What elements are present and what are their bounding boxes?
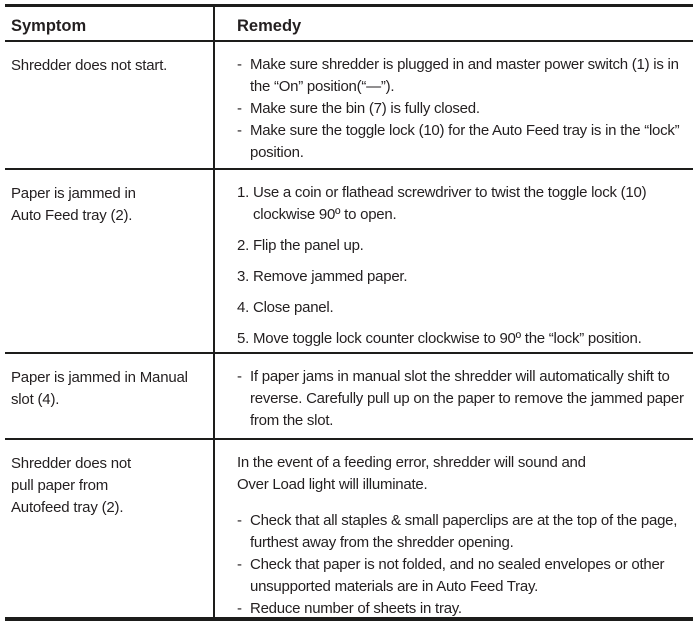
bullet-dash: - <box>237 56 242 73</box>
symptom-cell: Paper is jammed in Auto Feed tray (2). <box>11 185 136 224</box>
remedy-cell: In the event of a feeding error, shredde… <box>213 440 693 617</box>
table-header-row: Symptom Remedy <box>5 7 693 42</box>
remedy-item-text: Make sure shredder is plugged in and mas… <box>250 56 679 95</box>
symptom-cell: Paper is jammed in Manual slot (4). <box>11 369 188 408</box>
remedy-item-text: If paper jams in manual slot the shredde… <box>250 368 684 429</box>
table-row: Shredder does not pull paper from Autofe… <box>5 440 693 617</box>
table-row: Paper is jammed in Manual slot (4). -If p… <box>5 354 693 440</box>
remedy-intro: In the event of a feeding error, shredde… <box>237 454 586 493</box>
remedy-item-text: Close panel. <box>253 299 334 316</box>
table-row: Shredder does not start.-Make sure shred… <box>5 42 693 170</box>
symptom-column-header: Symptom <box>11 17 87 35</box>
bullet-dash: - <box>237 368 242 385</box>
remedy-item: -If paper jams in manual slot the shredd… <box>237 366 689 432</box>
bullet-dash: - <box>237 512 242 529</box>
step-number: 4. <box>237 299 250 316</box>
remedy-item: -Check that paper is not folded, and no … <box>237 554 689 598</box>
remedy-item-text: Check that paper is not folded, and no s… <box>250 556 665 595</box>
remedy-item: -Make sure the toggle lock (10) for the … <box>237 120 689 164</box>
symptom-cell: Shredder does not pull paper from Autofe… <box>11 455 132 516</box>
remedy-item: 4.Close panel. <box>237 297 689 319</box>
step-number: 5. <box>237 330 250 347</box>
remedy-column-header: Remedy <box>213 7 693 40</box>
remedy-item: 5.Move toggle lock counter clockwise to … <box>237 328 689 350</box>
table-row: Paper is jammed in Auto Feed tray (2). 1.… <box>5 170 693 354</box>
remedy-item-text: Remove jammed paper. <box>253 268 408 285</box>
remedy-item: 2.Flip the panel up. <box>237 235 689 257</box>
remedy-item-text: Use a coin or flathead screwdriver to tw… <box>253 184 647 223</box>
remedy-item-text: Reduce number of sheets in tray. <box>250 600 462 617</box>
bullet-dash: - <box>237 122 242 139</box>
step-number: 2. <box>237 237 250 254</box>
troubleshooting-table: Symptom Remedy Shredder does not start. -… <box>5 4 693 621</box>
remedy-cell: -If paper jams in manual slot the shredd… <box>213 354 693 438</box>
remedy-item: 1.Use a coin or flathead screwdriver to … <box>237 182 689 226</box>
table-body: Shredder does not start.-Make sure shred… <box>5 42 693 617</box>
remedy-item-text: Make sure the toggle lock (10) for the A… <box>250 122 680 161</box>
remedy-item: -Reduce number of sheets in tray. <box>237 598 689 617</box>
remedy-item: -Make sure shredder is plugged in and ma… <box>237 54 689 98</box>
bullet-dash: - <box>237 100 242 117</box>
bullet-dash: - <box>237 556 242 573</box>
remedy-item-text: Make sure the bin (7) is fully closed. <box>250 100 480 117</box>
remedy-item-text: Check that all staples & small paperclip… <box>250 512 678 551</box>
symptom-cell: Shredder does not start. <box>11 57 168 74</box>
step-number: 3. <box>237 268 250 285</box>
remedy-item-text: Move toggle lock counter clockwise to 90… <box>253 330 642 347</box>
step-number: 1. <box>237 184 250 201</box>
remedy-item: -Check that all staples & small papercli… <box>237 510 689 554</box>
remedy-cell: -Make sure shredder is plugged in and ma… <box>213 42 693 168</box>
remedy-item: 3.Remove jammed paper. <box>237 266 689 288</box>
remedy-item-text: Flip the panel up. <box>253 237 364 254</box>
remedy-cell: 1.Use a coin or flathead screwdriver to … <box>213 170 693 352</box>
remedy-item: -Make sure the bin (7) is fully closed. <box>237 98 689 120</box>
bullet-dash: - <box>237 600 242 617</box>
